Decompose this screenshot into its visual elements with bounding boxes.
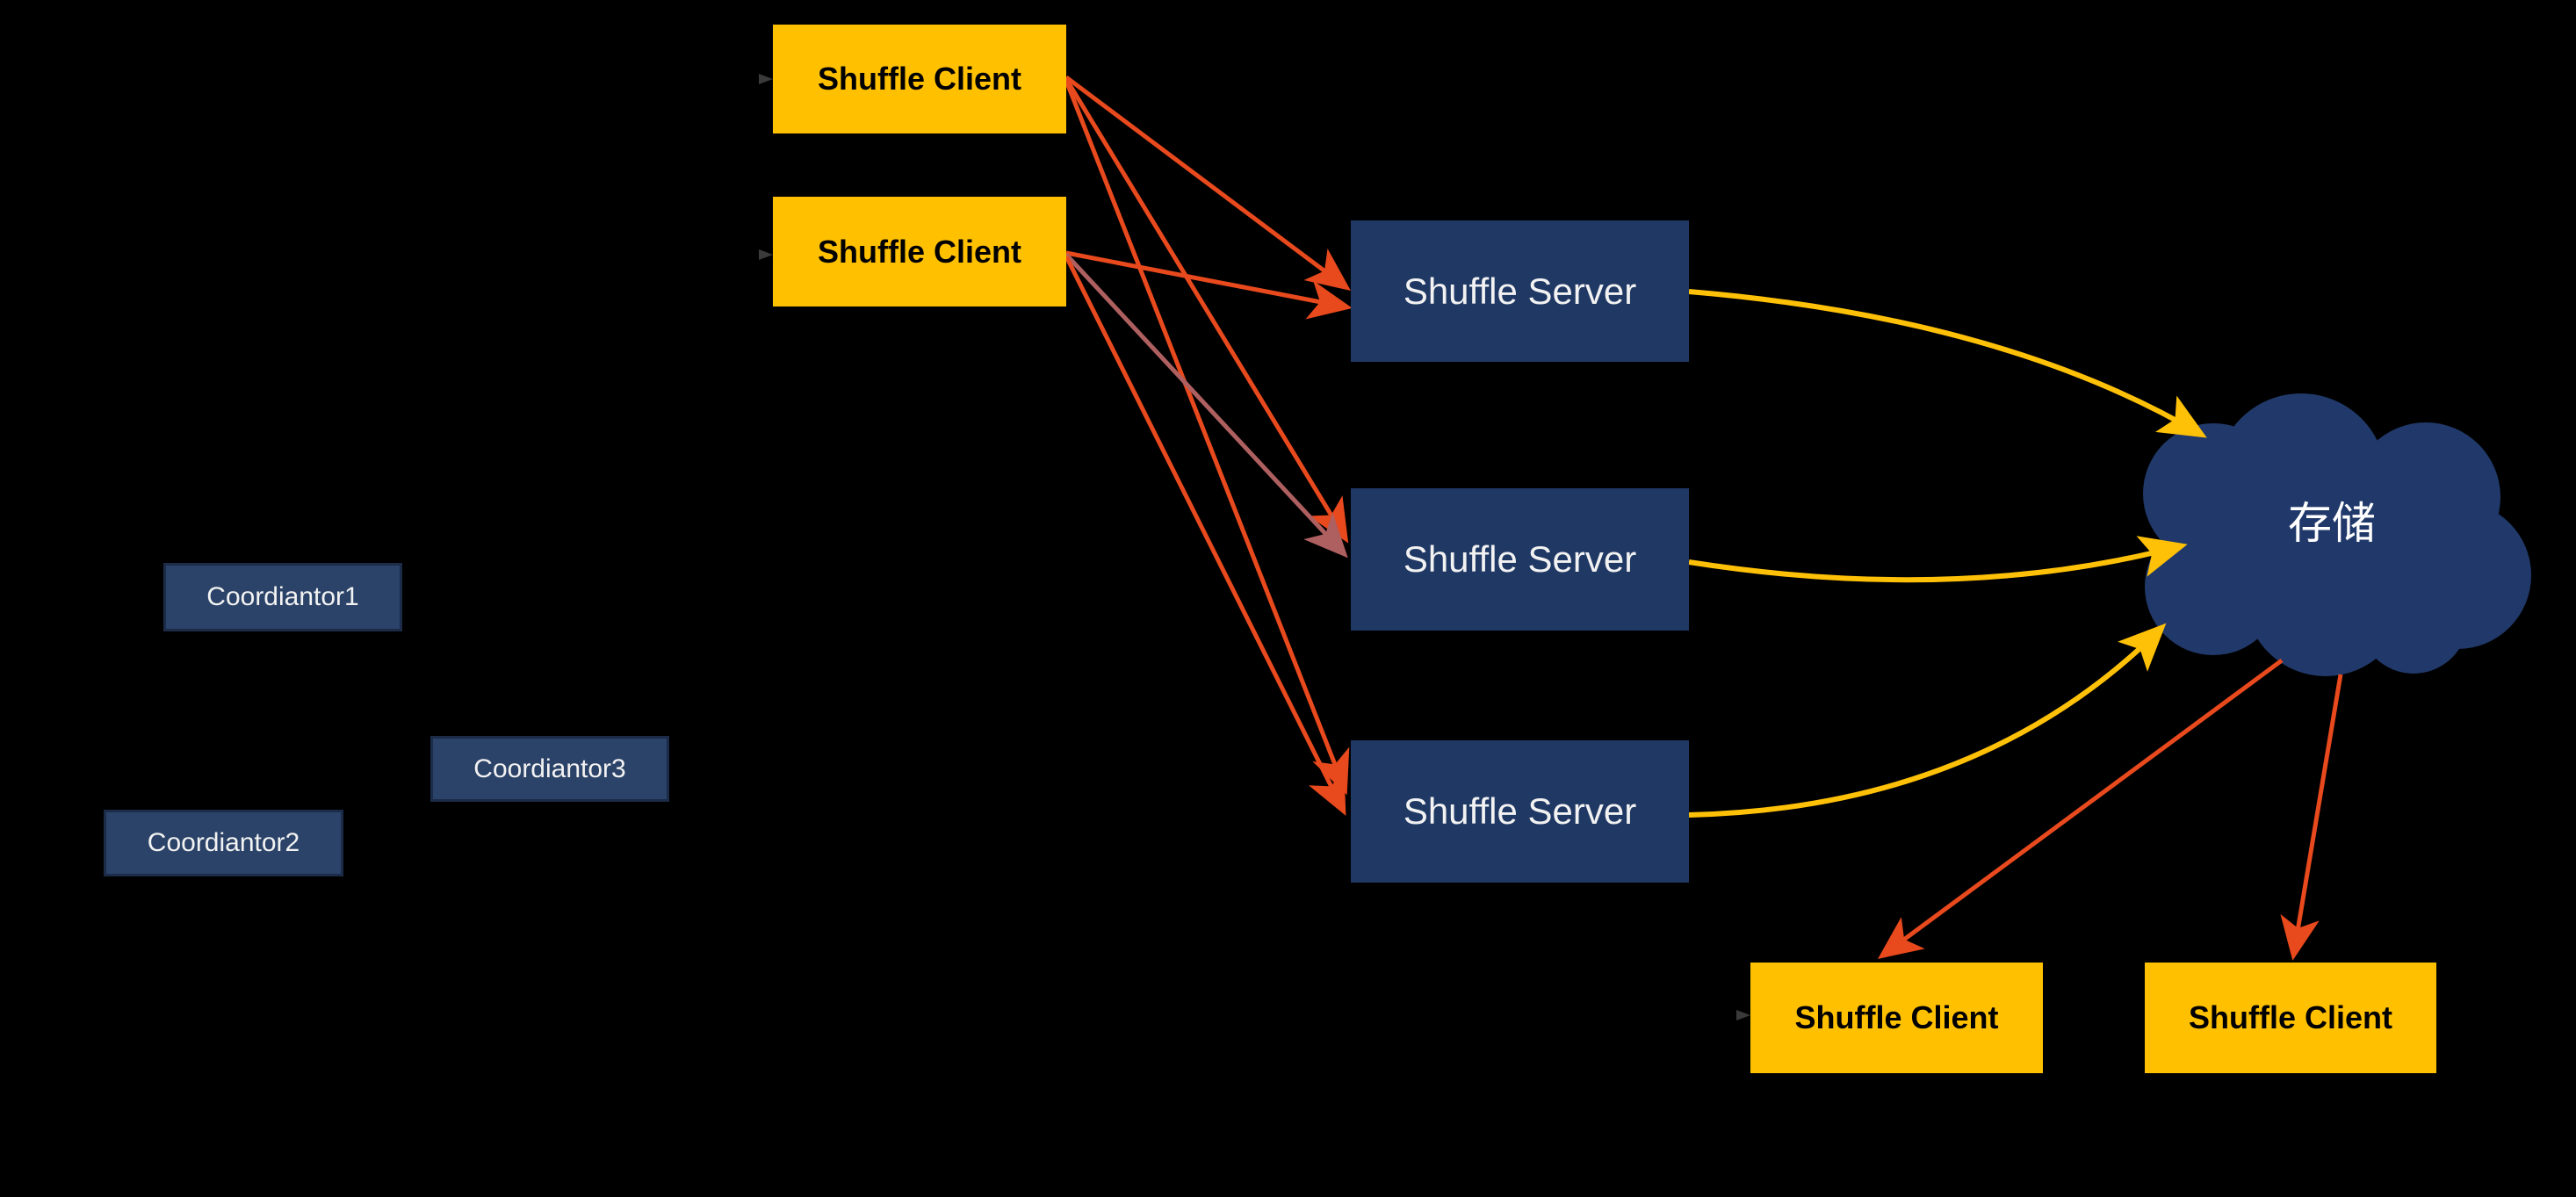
- shuffle-client-bottom-1-label: Shuffle Client: [1794, 999, 1999, 1035]
- shuffle-server-3-label: Shuffle Server: [1403, 790, 1637, 832]
- arrow-client2-to-server3: [1064, 255, 1346, 816]
- shuffle-server-1: Shuffle Server: [1351, 220, 1689, 362]
- shuffle-server-1-label: Shuffle Server: [1403, 270, 1637, 312]
- coordinator-2-label: Coordiantor2: [147, 828, 300, 857]
- coordinator-3-label: Coordiantor3: [473, 754, 626, 783]
- arrow-client2-to-server1: [1065, 250, 1353, 320]
- arrow-server1-to-storage: [1688, 289, 2207, 438]
- shuffle-server-2: Shuffle Server: [1351, 488, 1689, 631]
- shuffle-server-2-label: Shuffle Server: [1403, 538, 1637, 580]
- dark-arrowhead-client3: [1736, 1010, 1750, 1020]
- dark-arrowhead-client2: [759, 249, 773, 260]
- coordinator-1: Coordiantor1: [163, 563, 402, 631]
- shuffle-server-3: Shuffle Server: [1351, 740, 1689, 883]
- shuffle-client-bottom-2-label: Shuffle Client: [2189, 999, 2392, 1035]
- arrow-client1-to-server1: [1064, 76, 1351, 291]
- arrow-server3-to-storage: [1688, 623, 2167, 818]
- arrow-storage-to-client3: [1877, 658, 2284, 959]
- arrow-client1-to-server3: [1064, 80, 1350, 796]
- storage-cloud-label: 存储: [2288, 499, 2376, 548]
- arrow-client1-to-server2: [1064, 77, 1349, 544]
- shuffle-client-top-2-label: Shuffle Client: [818, 233, 1021, 270]
- arrow-server2-to-storage: [1688, 536, 2188, 583]
- coordinator-3: Coordiantor3: [430, 736, 669, 802]
- shuffle-client-bottom-1: Shuffle Client: [1750, 963, 2043, 1073]
- shuffle-client-top-1: Shuffle Client: [773, 25, 1066, 133]
- shuffle-client-top-1-label: Shuffle Client: [818, 61, 1021, 97]
- coordinator-2: Coordiantor2: [104, 810, 343, 876]
- arrow-storage-to-client4: [2280, 674, 2343, 961]
- dark-arrowhead-client1: [759, 74, 773, 84]
- storage-cloud-shape: [2143, 393, 2531, 676]
- arrow-client2-to-server2: [1064, 253, 1348, 559]
- coordinator-1-label: Coordiantor1: [206, 582, 359, 611]
- shuffle-client-top-2: Shuffle Client: [773, 197, 1066, 306]
- shuffle-client-bottom-2: Shuffle Client: [2145, 963, 2436, 1073]
